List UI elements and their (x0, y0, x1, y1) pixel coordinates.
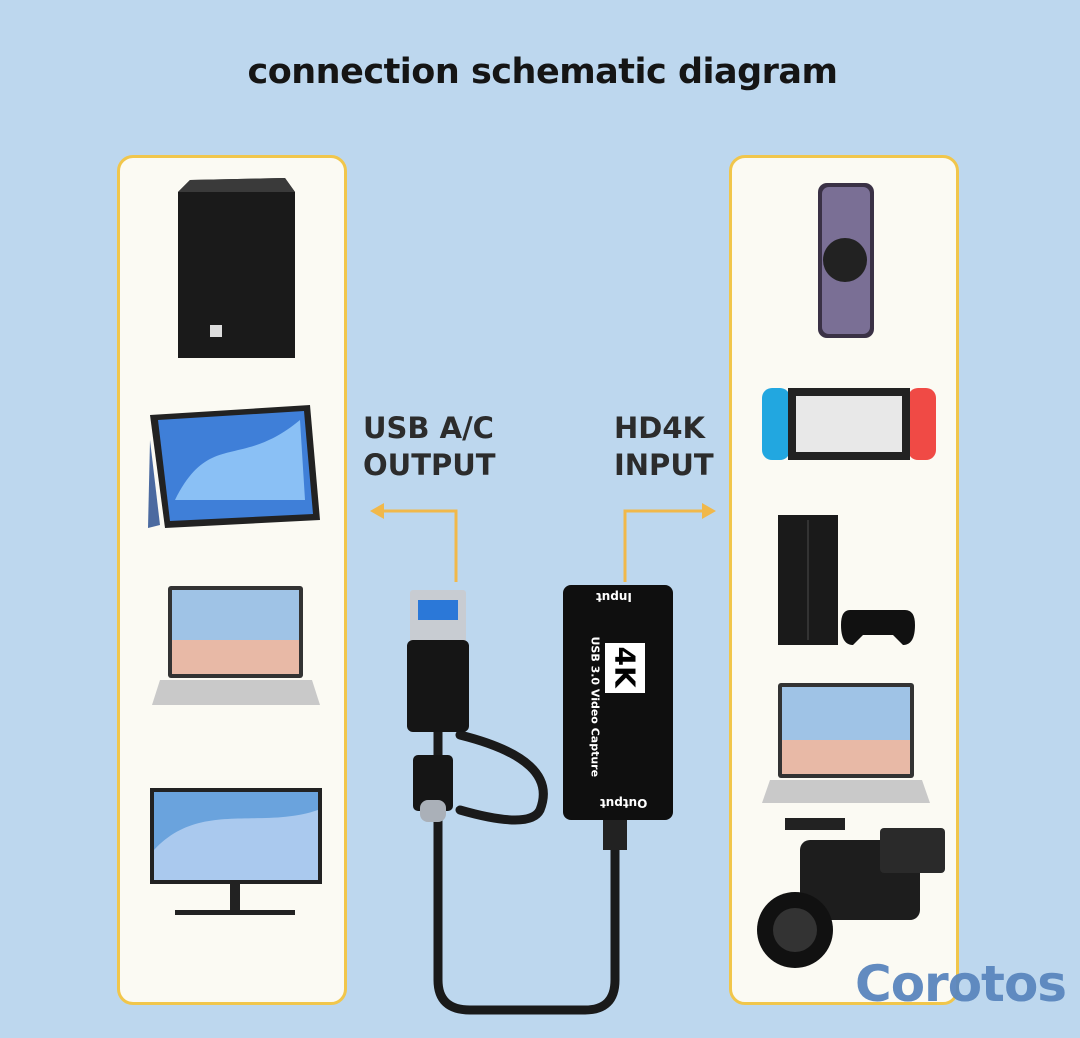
device-name: USB 3.0 Video Capture (588, 636, 602, 778)
4k-badge: 4K (608, 646, 642, 688)
input-label-line2: INPUT (614, 448, 714, 482)
tablet-icon (148, 405, 320, 528)
cable (433, 725, 620, 1015)
laptop-icon-2 (762, 683, 930, 803)
camcorder-icon (757, 818, 945, 968)
usb-c-connector (413, 755, 453, 822)
output-arrow (370, 503, 458, 582)
port-output-label: Output (600, 796, 648, 810)
port-input-label: Input (596, 590, 632, 604)
capture-device (563, 585, 673, 850)
usb-adapter-body (407, 640, 469, 732)
input-label-line1: HD4K (614, 411, 705, 445)
input-arrow (623, 503, 716, 582)
speaker-icon (178, 178, 295, 358)
output-label-line1: USB A/C (363, 411, 494, 445)
output-label-line2: OUTPUT (363, 448, 496, 482)
corotos-watermark: Corotos (855, 955, 1067, 1013)
laptop-icon (152, 586, 320, 705)
game-console-handheld-icon (762, 388, 936, 460)
page-title: connection schematic diagram (247, 52, 838, 92)
smartphone-icon (818, 183, 874, 338)
usb-a-connector (410, 590, 466, 648)
monitor-icon (150, 788, 322, 915)
game-console-icon (778, 515, 915, 645)
output-label: USB A/C OUTPUT (363, 410, 496, 484)
input-label: HD4K INPUT (614, 410, 714, 484)
